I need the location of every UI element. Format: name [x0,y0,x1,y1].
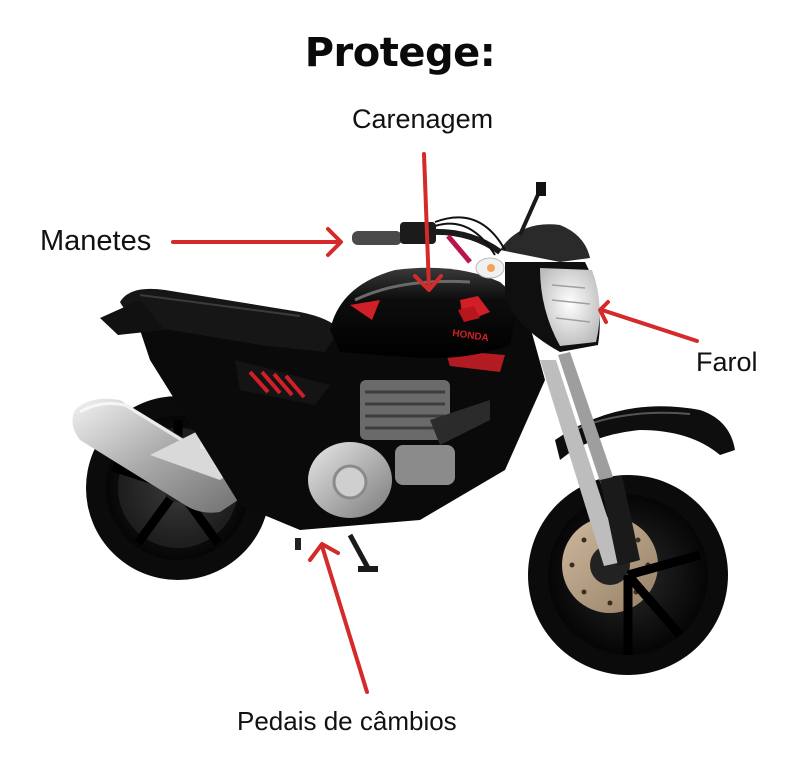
fuel-tank: HONDA [330,267,520,359]
label-pedais-de-cambios: Pedais de câmbios [237,706,457,736]
brand-decal-text: HONDA [452,328,490,344]
front-wheel [528,475,728,675]
engine [308,380,490,518]
seat [120,288,340,352]
arrow-pedais [308,542,369,694]
side-decal [235,350,505,405]
front-fender [555,406,735,460]
front-forks [540,352,640,566]
honda-logo: HONDA [452,296,490,344]
arrow-carenagem [413,152,443,292]
side-stand [295,533,378,572]
page-title: Protege: [304,30,496,76]
arrow-manetes [171,227,343,257]
arrow-farol [598,300,699,343]
label-carenagem: Carenagem [352,104,494,134]
mirror [518,182,546,236]
label-farol: Farol [696,347,758,377]
label-manetes: Manetes [40,225,152,257]
tail [100,300,165,335]
